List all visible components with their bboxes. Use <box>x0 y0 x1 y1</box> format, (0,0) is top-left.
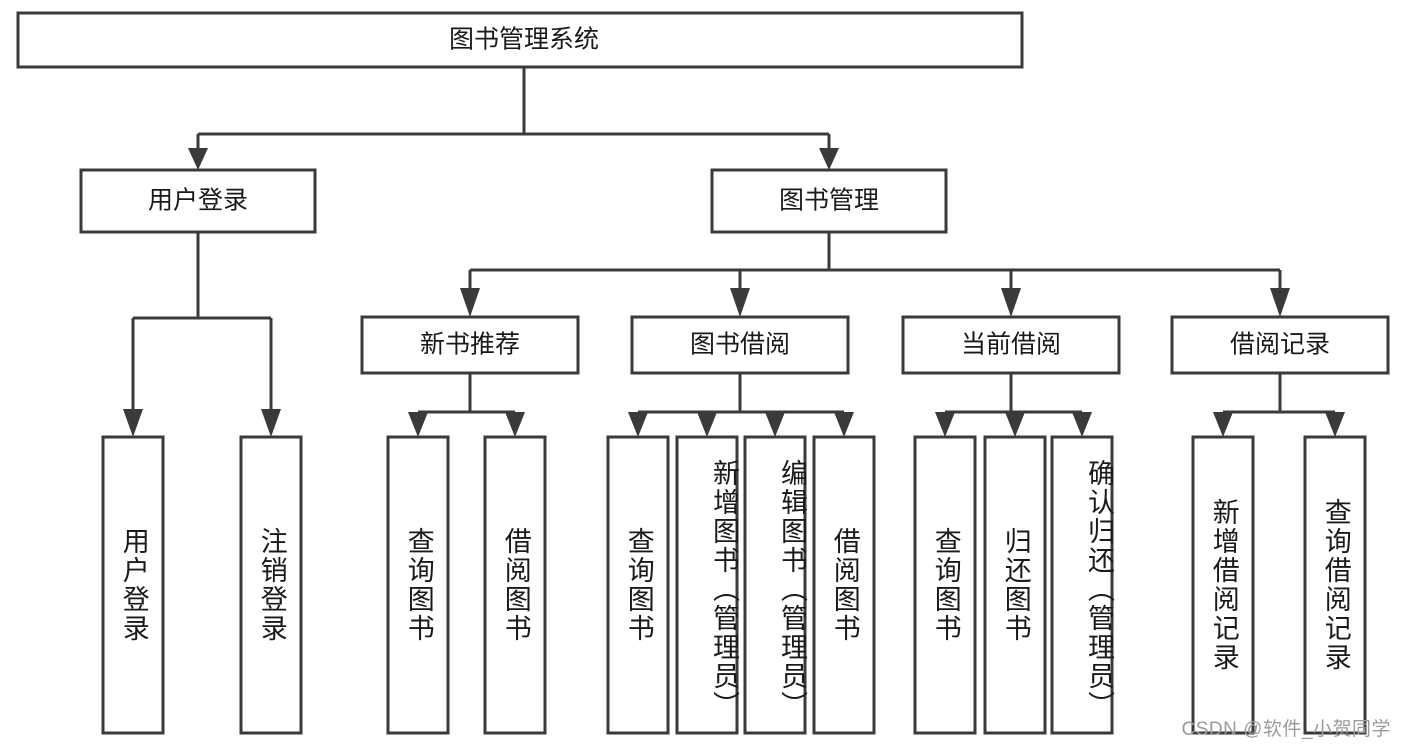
arrow-head-to-current-borrow <box>1001 288 1021 317</box>
node-box-leaf-query-record[interactable] <box>1303 435 1367 735</box>
node-box-borrow-record[interactable] <box>1170 315 1390 375</box>
node-label-book-manage: 图书管理 <box>779 187 879 215</box>
arrow-head-leaf-borrow-book-1 <box>505 412 525 437</box>
node-label-leaf-query-record: 查询借阅记录 <box>1320 498 1351 672</box>
arrow-head-leaf-edit-book <box>765 412 785 437</box>
connector-group-borrow-record <box>1213 373 1345 437</box>
arrow-head-leaf-query-record <box>1325 412 1345 437</box>
arrow-head-leaf-confirm-return <box>1072 412 1092 437</box>
arrow-head-leaf-borrow-book-2 <box>834 412 854 437</box>
connector-group-book-manage <box>460 232 1290 317</box>
arrow-head-to-book-borrow <box>730 288 750 317</box>
node-label-borrow-record: 借阅记录 <box>1230 331 1330 359</box>
node-box-leaf-logout[interactable] <box>239 435 303 735</box>
node-label-leaf-user-login: 用户登录 <box>118 527 149 643</box>
arrow-head-to-user-login <box>188 148 208 170</box>
node-box-leaf-borrow-book-2[interactable] <box>812 435 876 735</box>
node-label-leaf-confirm-return: 确认归还（管理员） <box>1084 458 1114 720</box>
node-label-leaf-return-book: 归还图书 <box>1000 527 1031 643</box>
connector-group-root <box>188 67 839 170</box>
node-box-user-login[interactable] <box>79 168 317 234</box>
node-label-leaf-edit-book: 编辑图书（管理员） <box>777 458 807 720</box>
node-box-leaf-add-book[interactable] <box>675 435 739 735</box>
connector-group-user-login <box>123 232 281 437</box>
node-label-new-book-recommend: 新书推荐 <box>420 331 520 359</box>
node-label-leaf-add-book: 新增图书（管理员） <box>709 458 739 720</box>
node-box-leaf-edit-book[interactable] <box>743 435 807 735</box>
connector-group-book-borrow <box>628 373 854 437</box>
arrow-head-leaf-return-book <box>1005 412 1025 437</box>
node-box-leaf-return-book[interactable] <box>983 435 1047 735</box>
node-label-book-borrow: 图书借阅 <box>690 331 790 359</box>
node-label-leaf-borrow-book-1: 借阅图书 <box>500 527 531 643</box>
csdn-watermark: CSDN @软件_小贺同学 <box>1181 719 1391 740</box>
node-box-leaf-query-book-2[interactable] <box>606 435 670 735</box>
arrow-head-to-new-book <box>460 288 480 317</box>
node-box-leaf-borrow-book-1[interactable] <box>483 435 547 735</box>
connector-group-new-book <box>408 373 525 437</box>
node-label-leaf-query-book-2: 查询图书 <box>623 527 654 643</box>
arrow-head-leaf-query-book-1 <box>408 412 428 437</box>
arrow-head-leaf-add-book <box>697 412 717 437</box>
arrow-head-leaf-logout <box>261 409 281 437</box>
node-box-current-borrow[interactable] <box>901 315 1121 375</box>
node-label-leaf-query-book-3: 查询图书 <box>930 527 961 643</box>
node-box-root[interactable] <box>16 11 1024 69</box>
node-box-leaf-query-book-1[interactable] <box>386 435 450 735</box>
arrow-head-to-book-manage <box>819 148 839 170</box>
node-box-leaf-user-login[interactable] <box>101 435 165 735</box>
arrow-head-to-borrow-record <box>1270 288 1290 317</box>
node-label-current-borrow: 当前借阅 <box>961 331 1061 359</box>
node-box-leaf-confirm-return[interactable] <box>1050 435 1114 735</box>
node-label-root: 图书管理系统 <box>449 26 599 54</box>
node-box-leaf-add-record[interactable] <box>1191 435 1255 735</box>
node-label-leaf-add-record: 新增借阅记录 <box>1208 498 1239 672</box>
node-box-book-borrow[interactable] <box>630 315 850 375</box>
node-box-new-book-recommend[interactable] <box>360 315 580 375</box>
node-label-leaf-borrow-book-2: 借阅图书 <box>829 527 860 643</box>
node-box-leaf-query-book-3[interactable] <box>913 435 977 735</box>
node-label-leaf-query-book-1: 查询图书 <box>403 527 434 643</box>
arrow-head-leaf-query-book-2 <box>628 412 648 437</box>
node-box-book-manage[interactable] <box>710 168 948 234</box>
connector-group-current-borrow <box>935 373 1092 437</box>
node-label-leaf-logout: 注销登录 <box>256 527 287 643</box>
arrow-head-leaf-add-record <box>1213 412 1233 437</box>
arrow-head-leaf-user-login <box>123 409 143 437</box>
arrow-head-leaf-query-book-3 <box>935 412 955 437</box>
node-label-user-login: 用户登录 <box>148 187 248 215</box>
